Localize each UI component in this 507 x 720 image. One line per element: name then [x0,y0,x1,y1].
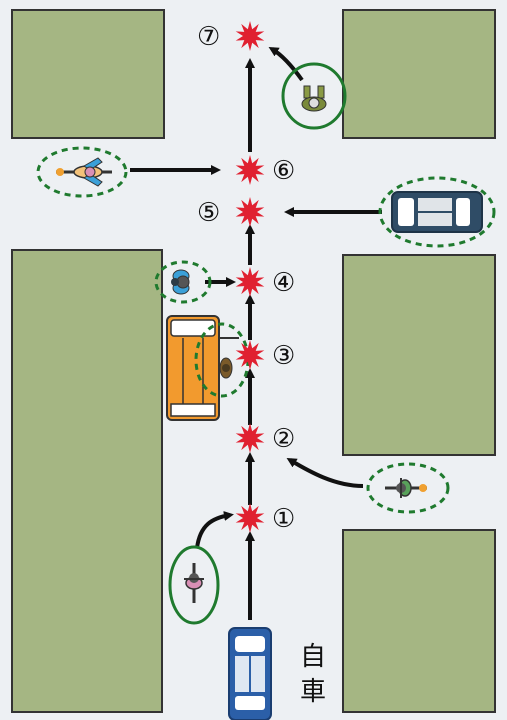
conflict-label-3: ③ [272,341,295,371]
ego-car-icon [229,628,271,720]
pedestrian-left-icon [171,270,189,294]
block-bottom-right [343,530,495,712]
conflict-label-7: ⑦ [197,22,220,52]
block-bottom-left [12,250,162,712]
block-top-left [12,10,164,138]
block-top-right [343,10,495,138]
conflict-label-6: ⑥ [272,156,295,186]
ego-vehicle-label-line1: 自 [300,642,326,672]
conflict-label-2: ② [272,424,295,454]
conflict-label-5: ⑤ [197,198,220,228]
conflict-label-1: ① [272,504,295,534]
block-middle-right [343,255,495,455]
pedestrian-behind-truck-icon [220,358,232,378]
ego-vehicle-label-line2: 車 [300,677,326,707]
conflict-label-4: ④ [272,268,295,298]
oncoming-car-icon [392,192,482,232]
